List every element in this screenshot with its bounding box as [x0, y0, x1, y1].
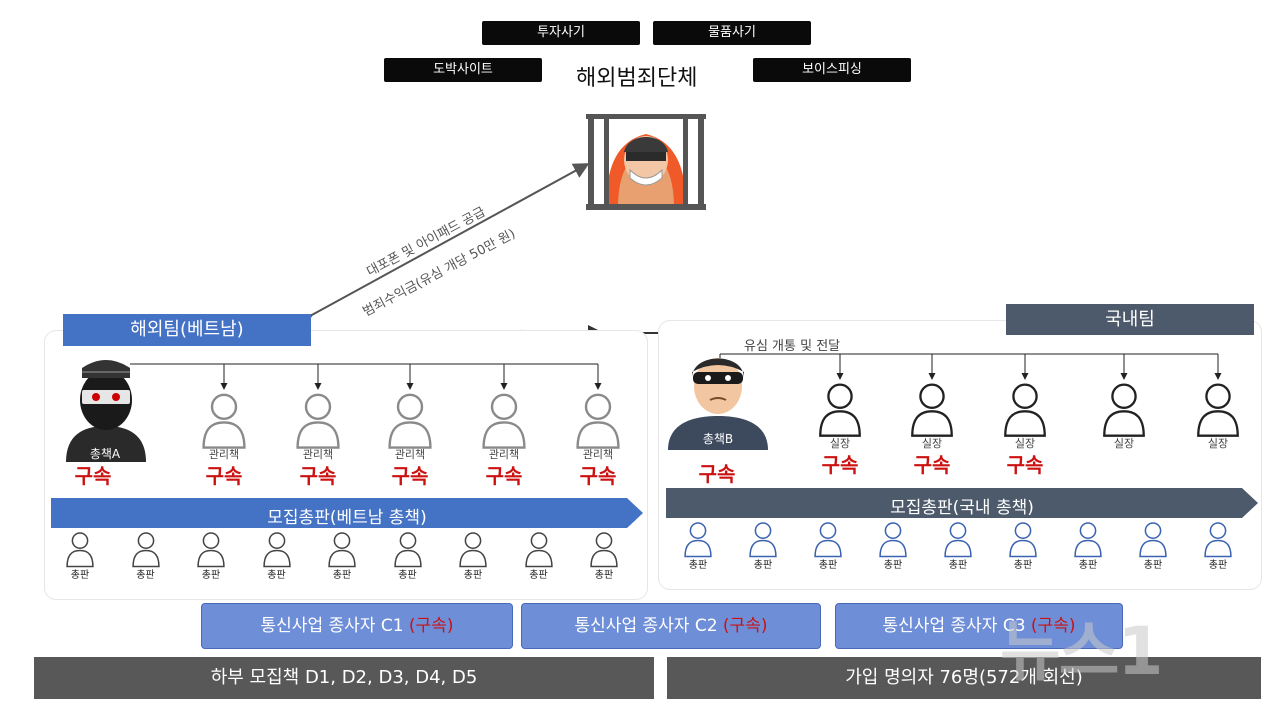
chief-label: 실장 [1207, 437, 1229, 450]
chief-label: 실장 [1113, 437, 1135, 450]
distributor-label: 총판 [398, 570, 417, 581]
distributor-label: 총판 [818, 560, 838, 571]
news1-watermark: 뉴스1 [1000, 613, 1163, 690]
domestic-band-label: 모집총판(국내 총책) [890, 498, 1034, 518]
chief-arrest: 구속 [913, 453, 951, 477]
distributor-label: 총판 [1208, 560, 1228, 571]
distributor-label: 총판 [529, 570, 548, 581]
person-icon [197, 532, 225, 568]
person-icon [1004, 383, 1046, 437]
person-icon [1009, 522, 1037, 558]
telecom-c1-box: 통신사업 종사자 C1 (구속) [201, 603, 513, 649]
distributor-label: 총판 [1078, 560, 1098, 571]
chief-arrest: 구속 [1006, 453, 1044, 477]
manager-arrest: 구속 [579, 464, 617, 488]
distributor-label: 총판 [136, 570, 155, 581]
person-icon [684, 522, 712, 558]
telecom-c1-text: 통신사업 종사자 C1 [260, 616, 404, 636]
person-icon [524, 532, 553, 568]
registrants-bar: 가입 명의자 76명(572개 회선) [667, 657, 1261, 699]
distributor-label: 총판 [70, 570, 90, 581]
telecom-c3-status: (구속) [1030, 616, 1076, 636]
person-icon [1103, 383, 1145, 437]
domestic-team-label: 국내팀 [1006, 304, 1254, 335]
vietnam-band-label: 모집총판(베트남 총책) [267, 508, 427, 528]
person-icon [1139, 522, 1167, 558]
person-icon [393, 532, 422, 568]
person-icon [66, 532, 94, 568]
person-icon [202, 393, 246, 449]
sub-recruiters-bar: 하부 모집책 D1, D2, D3, D4, D5 [34, 657, 654, 699]
telecom-c3-box: 통신사업 종사자 C3 (구속) [835, 603, 1123, 649]
telecom-c1-status: (구속) [408, 616, 454, 636]
distributor-label: 총판 [688, 560, 708, 571]
distributor-label: 총판 [201, 570, 221, 581]
person-icon [590, 532, 618, 568]
distributor-label: 총판 [1013, 560, 1033, 571]
leader-a-label: 총책A [89, 447, 121, 461]
person-icon [819, 383, 861, 437]
distributor-label: 총판 [1143, 560, 1163, 571]
org-title: 해외범죄단체 [576, 66, 698, 91]
leader-a-arrest: 구속 [74, 464, 112, 488]
manager-arrest: 구속 [299, 464, 337, 488]
telecom-c2-box: 통신사업 종사자 C2 (구속) [521, 603, 821, 649]
leader-a-icon [66, 360, 146, 462]
tag-goods-fraud: 물품사기 [653, 21, 811, 45]
person-icon [814, 522, 842, 558]
manager-label: 관리책 [582, 448, 614, 461]
person-icon [911, 383, 953, 437]
manager-label: 관리책 [208, 448, 240, 461]
tag-gambling-site: 도박사이트 [384, 58, 542, 82]
manager-arrest: 구속 [205, 464, 243, 488]
manager-label: 관리책 [302, 448, 334, 461]
person-icon [944, 522, 972, 558]
telecom-c2-status: (구속) [722, 616, 768, 636]
distributor-label: 총판 [463, 570, 483, 581]
manager-arrest: 구속 [485, 464, 523, 488]
chief-arrest: 구속 [821, 453, 859, 477]
distributor-label: 총판 [753, 560, 773, 571]
person-icon [482, 393, 526, 449]
distributor-label: 총판 [267, 570, 286, 581]
chief-label: 실장 [829, 437, 851, 450]
leader-b-arrest: 구속 [698, 462, 736, 486]
person-icon [576, 393, 620, 449]
distributor-label: 총판 [332, 570, 352, 581]
person-icon [296, 393, 340, 449]
manager-label: 관리책 [394, 448, 426, 461]
criminal-org-icon [584, 112, 708, 212]
chief-label: 실장 [921, 437, 943, 450]
usim-label: 유심 개통 및 전달 [744, 339, 841, 354]
person-icon [879, 522, 907, 558]
person-icon [1204, 522, 1232, 558]
person-icon [1074, 522, 1102, 558]
person-icon [388, 393, 432, 449]
person-icon [131, 532, 160, 568]
person-icon [1197, 383, 1239, 437]
distributor-label: 총판 [594, 570, 614, 581]
person-icon [459, 532, 487, 568]
person-icon [262, 532, 291, 568]
person-icon [749, 522, 777, 558]
domestic-band: 모집총판(국내 총책) [666, 488, 1258, 518]
leader-b-icon [668, 358, 768, 450]
manager-arrest: 구속 [391, 464, 429, 488]
leader-b-label: 총책B [702, 432, 734, 446]
vietnam-team-label: 해외팀(베트남) [63, 314, 311, 346]
telecom-c3-text: 통신사업 종사자 C3 [882, 616, 1026, 636]
manager-label: 관리책 [488, 448, 520, 461]
vietnam-band: 모집총판(베트남 총책) [51, 498, 643, 528]
person-icon [328, 532, 356, 568]
distributor-label: 총판 [883, 560, 903, 571]
tag-voice-phishing: 보이스피싱 [753, 58, 911, 82]
chief-label: 실장 [1014, 437, 1036, 450]
telecom-c2-text: 통신사업 종사자 C2 [574, 616, 718, 636]
tag-investment-fraud: 투자사기 [482, 21, 640, 45]
distributor-label: 총판 [948, 560, 968, 571]
